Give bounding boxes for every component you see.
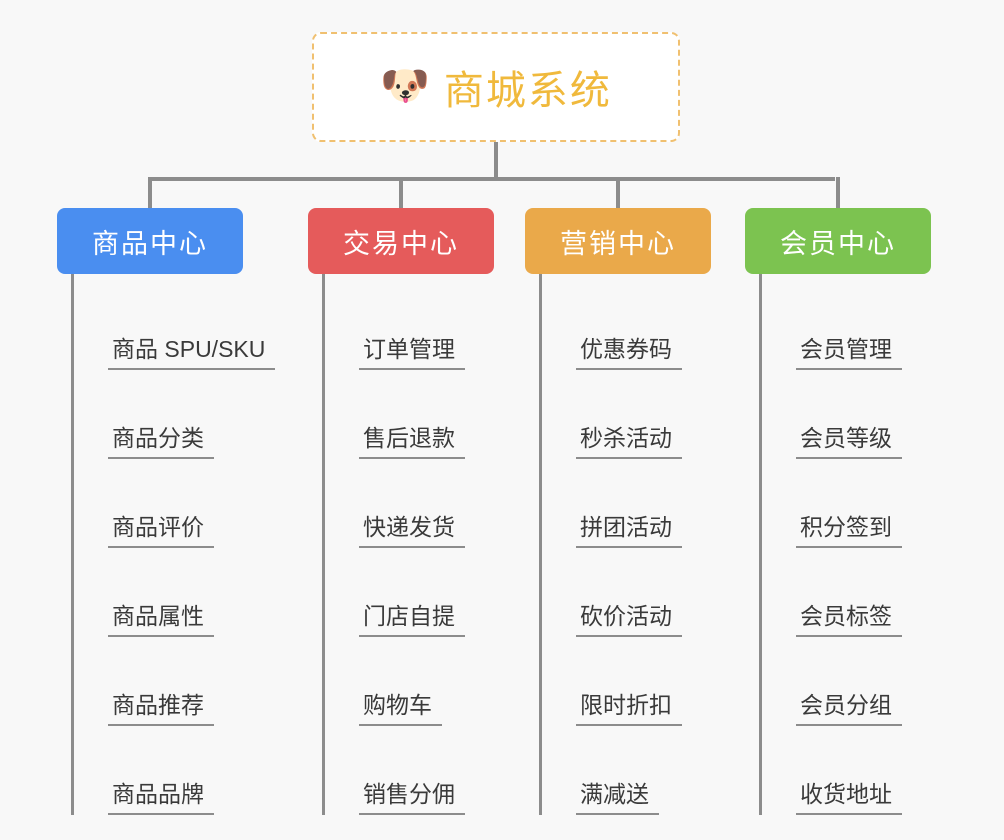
leaf-item[interactable]: 商品分类 [74,370,275,459]
category-header-1[interactable]: 商品中心 [57,208,243,274]
category-column-3: 营销中心优惠券码秒杀活动拼团活动砍价活动限时折扣满减送 [525,208,711,815]
leaf-list-4: 会员管理会员等级积分签到会员标签会员分组收货地址 [759,274,931,815]
leaf-item[interactable]: 积分签到 [762,459,931,548]
leaf-item-label: 砍价活动 [576,603,682,637]
leaf-item-label: 商品分类 [108,425,214,459]
category-header-3[interactable]: 营销中心 [525,208,711,274]
leaf-item[interactable]: 限时折扣 [542,637,711,726]
connector-stem [494,142,498,180]
category-column-1: 商品中心商品 SPU/SKU 商品分类商品评价商品属性商品推荐商品品牌 [57,208,276,815]
leaf-item[interactable]: 会员分组 [762,637,931,726]
leaf-list-1: 商品 SPU/SKU 商品分类商品评价商品属性商品推荐商品品牌 [71,274,276,815]
connector-drop-4 [836,177,840,208]
leaf-item-label: 优惠券码 [576,336,682,370]
leaf-item[interactable]: 拼团活动 [542,459,711,548]
leaf-item-label: 商品属性 [108,603,214,637]
leaf-item-label: 商品品牌 [108,781,214,815]
connector-horizontal-bar [149,177,835,181]
leaf-item[interactable]: 会员标签 [762,548,931,637]
leaf-item[interactable]: 商品评价 [74,459,275,548]
category-header-2[interactable]: 交易中心 [308,208,494,274]
leaf-item-label: 销售分佣 [359,781,465,815]
leaf-item[interactable]: 秒杀活动 [542,370,711,459]
leaf-item[interactable]: 商品品牌 [74,726,275,815]
leaf-item-label: 售后退款 [359,425,465,459]
connector-drop-2 [399,177,403,208]
category-header-label: 交易中心 [343,228,459,259]
leaf-item-label: 会员等级 [796,425,902,459]
leaf-item-label: 商品 SPU/SKU [108,336,276,370]
root-title: 商城系统 [443,69,612,113]
leaf-list-3: 优惠券码秒杀活动拼团活动砍价活动限时折扣满减送 [539,274,711,815]
leaf-item-label: 满减送 [576,781,659,815]
leaf-item[interactable]: 门店自提 [325,548,494,637]
leaf-item-label: 快递发货 [359,514,465,548]
leaf-item-label: 拼团活动 [576,514,682,548]
leaf-item[interactable]: 商品属性 [74,548,275,637]
leaf-item-label: 门店自提 [359,603,465,637]
root-node[interactable]: 🐶 商城系统 [312,32,680,142]
leaf-item-label: 会员标签 [796,603,902,637]
connector-drop-3 [616,177,620,208]
leaf-item-label: 会员分组 [796,692,902,726]
category-header-label: 会员中心 [780,228,896,259]
leaf-item-label: 积分签到 [796,514,902,548]
leaf-item-label: 会员管理 [796,336,902,370]
dog-face-icon: 🐶 [380,64,430,108]
leaf-item[interactable]: 会员等级 [762,370,931,459]
category-column-4: 会员中心会员管理会员等级积分签到会员标签会员分组收货地址 [745,208,931,815]
category-column-2: 交易中心订单管理售后退款快递发货门店自提购物车销售分佣 [308,208,494,815]
leaf-item-label: 秒杀活动 [576,425,682,459]
category-header-4[interactable]: 会员中心 [745,208,931,274]
leaf-item-label: 商品推荐 [108,692,214,726]
leaf-item[interactable]: 会员管理 [762,281,931,370]
category-header-label: 商品中心 [92,228,208,259]
leaf-item[interactable]: 砍价活动 [542,548,711,637]
leaf-list-2: 订单管理售后退款快递发货门店自提购物车销售分佣 [322,274,494,815]
leaf-item[interactable]: 订单管理 [325,281,494,370]
leaf-item[interactable]: 满减送 [542,726,711,815]
connector-drop-1 [148,177,152,208]
leaf-item[interactable]: 商品 SPU/SKU [74,281,276,370]
leaf-item[interactable]: 销售分佣 [325,726,494,815]
leaf-item-label: 限时折扣 [576,692,682,726]
leaf-item[interactable]: 商品推荐 [74,637,275,726]
leaf-item[interactable]: 收货地址 [762,726,931,815]
leaf-item[interactable]: 售后退款 [325,370,494,459]
leaf-item-label: 购物车 [359,692,442,726]
leaf-item[interactable]: 快递发货 [325,459,494,548]
leaf-item[interactable]: 优惠券码 [542,281,711,370]
leaf-item[interactable]: 购物车 [325,637,494,726]
leaf-item-label: 订单管理 [359,336,465,370]
leaf-item-label: 商品评价 [108,514,214,548]
leaf-item-label: 收货地址 [796,781,902,815]
category-header-label: 营销中心 [560,228,676,259]
